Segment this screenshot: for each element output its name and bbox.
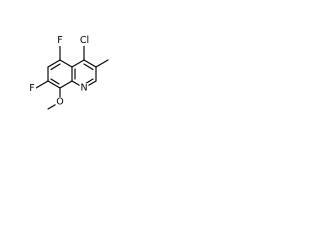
bond-c7-c8 [47, 80, 61, 89]
atom-fluorine-top: F [57, 35, 62, 46]
bond-c3-methyl [95, 59, 109, 68]
bond-c7-c8-inner [50, 78, 60, 85]
mask-fluorine-left [28, 83, 36, 94]
atom-nitrogen: N [80, 83, 87, 94]
mask-oxygen [55, 97, 65, 107]
bond-c5-c6 [47, 59, 61, 68]
bond-c4-c3-inner [83, 63, 94, 71]
bond-c7-f [35, 80, 49, 89]
bond-c4-c4a [71, 59, 85, 68]
bond-c4-c3 [83, 59, 97, 68]
mask-fluorine-top [56, 35, 64, 46]
bond-c4a-c5 [59, 59, 73, 68]
bond-c8-c8a [59, 80, 73, 89]
atom-chlorine: Cl [80, 35, 89, 46]
bond-c5-c6-inner [50, 63, 61, 71]
mask-chlorine [78, 35, 91, 46]
molecule-diagram: Cl F F O N [28, 35, 109, 110]
atom-oxygen: O [56, 97, 63, 108]
mask-nitrogen [79, 83, 89, 93]
atom-fluorine-left: F [29, 83, 34, 94]
